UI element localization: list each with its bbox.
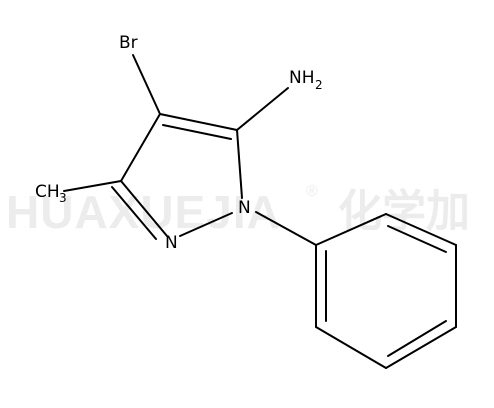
atom-ch3: CH [35,182,60,202]
atom-n2: N [165,233,178,253]
watermark: HUAXUEJIA ® 化学加 [6,183,470,238]
atom-br: Br [119,33,138,53]
bond-n2-n1 [179,212,233,237]
bond-ph-4 [385,326,457,369]
atom-nh2-subscript: 2 [315,78,323,92]
bond-c5-nh2 [236,87,289,131]
bond-c4-c5-inner [162,124,232,140]
watermark-latin: HUAXUEJIA [6,186,281,238]
bond-c3-n2 [120,180,168,237]
watermark-cjk: 化学加 [338,186,470,237]
bond-c3-ch3 [63,180,122,192]
atom-ch3-subscript: 3 [59,191,67,205]
atom-n1: N [238,198,251,218]
bond-c3-n2-inner [111,186,157,240]
watermark-registered: ® [306,183,318,200]
bond-ph-2 [385,213,457,246]
bond-ph-inner-1 [387,225,447,253]
bond-c4-c5 [159,113,238,131]
bond-lines [63,54,457,369]
bond-c4-br [132,54,161,115]
atom-nh2: NH [289,68,315,88]
bond-c4-c3 [120,113,161,182]
bond-n1-c5 [236,129,243,199]
atom-labels: Br NH 2 CH 3 N N [35,33,323,253]
bond-n1-phenyl [255,211,317,246]
bond-ph-5 [315,326,387,369]
bond-ph-inner-2 [387,320,447,357]
bond-ph-1 [315,213,387,246]
